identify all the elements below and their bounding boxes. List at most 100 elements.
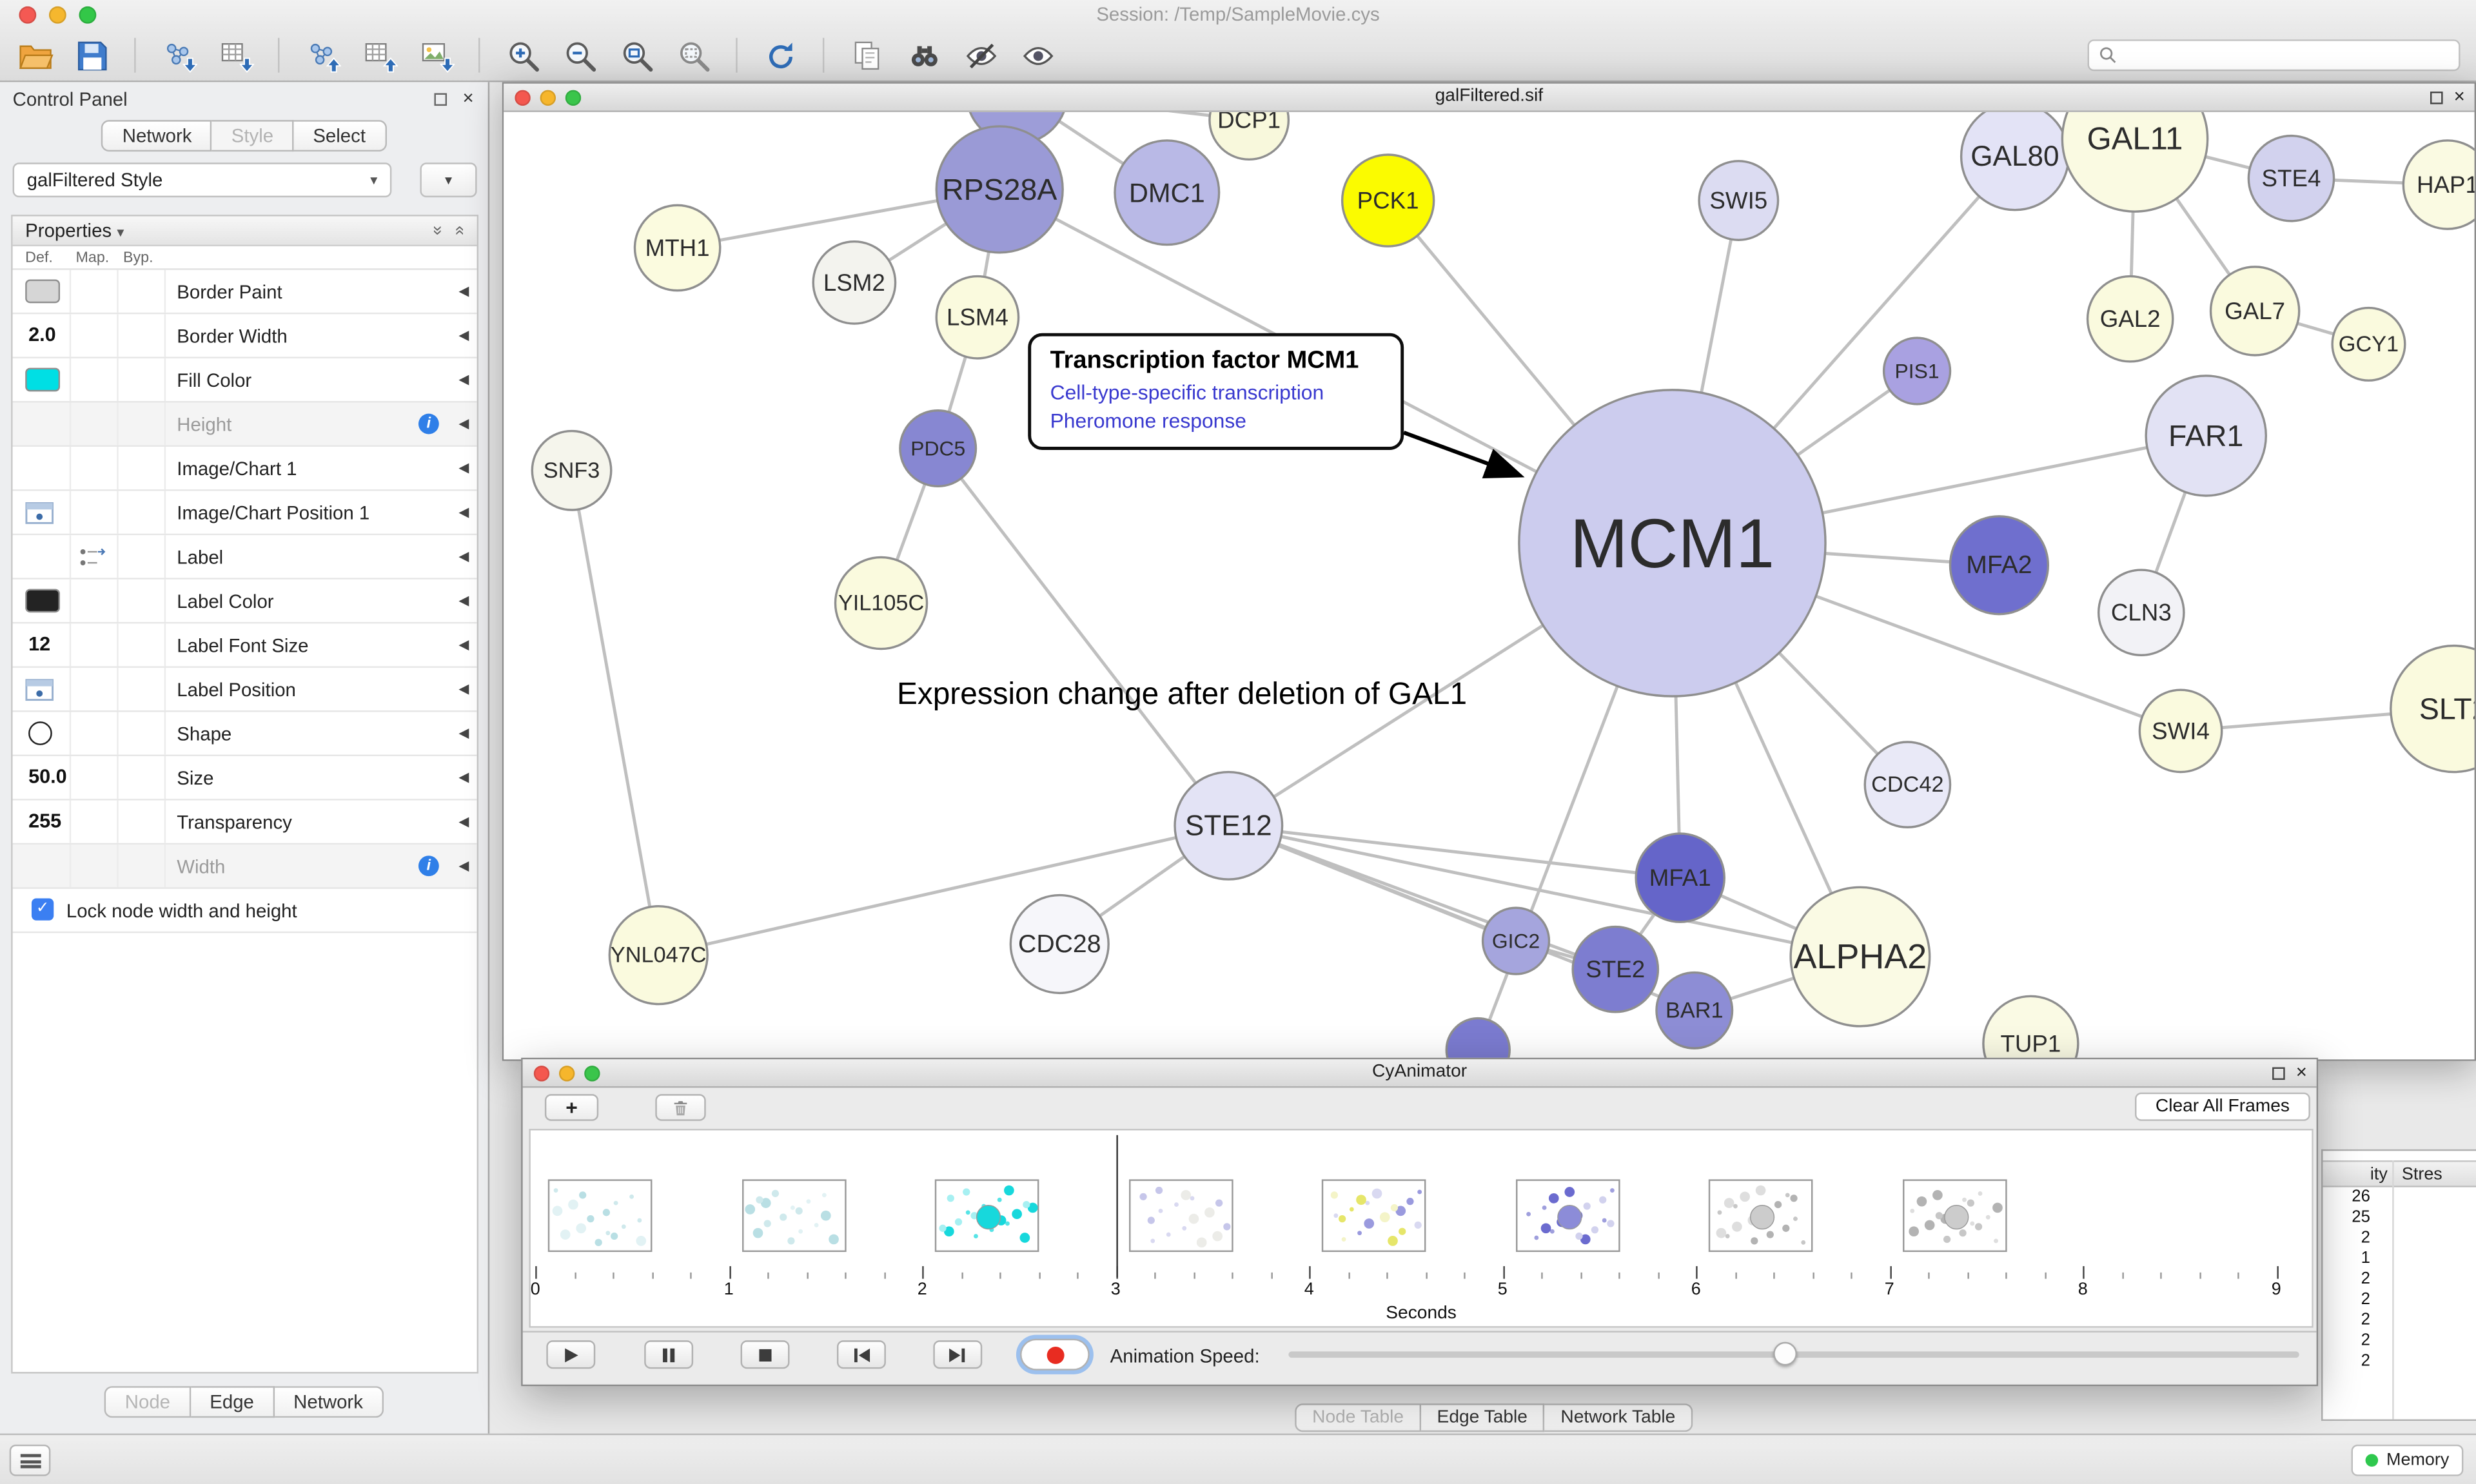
property-row-image-chart-1[interactable]: Image/Chart 1◀	[12, 447, 477, 491]
expand-all-icon[interactable]: »	[449, 226, 469, 236]
table-cell[interactable]: 1	[2361, 1249, 2370, 1268]
table-cell[interactable]: 2	[2361, 1289, 2370, 1309]
search-network-button[interactable]	[896, 33, 952, 77]
network-node-LSM2[interactable]: LSM2	[812, 240, 897, 325]
minimize-icon[interactable]	[540, 90, 556, 106]
float-window-icon[interactable]	[2272, 1066, 2285, 1079]
zoom-selected-button[interactable]	[665, 33, 722, 77]
table-row[interactable]: 2	[2323, 1351, 2476, 1372]
mapping-icon[interactable]	[77, 546, 109, 568]
network-node-GCY1[interactable]: GCY1	[2331, 306, 2406, 382]
network-window-titlebar[interactable]: galFiltered.sif ×	[504, 83, 2475, 112]
network-edge[interactable]	[658, 824, 1229, 957]
property-row-image-chart-position-1[interactable]: Image/Chart Position 1◀	[12, 491, 477, 536]
default-value[interactable]: 12	[28, 633, 51, 656]
apply-preferred-layout-button[interactable]	[752, 33, 809, 77]
tab-select[interactable]: Select	[293, 120, 386, 152]
table-cell[interactable]: 25	[2352, 1207, 2370, 1227]
annotation-link[interactable]: Cell-type-specific transcription	[1050, 380, 1324, 404]
network-edge[interactable]	[570, 470, 660, 956]
table-cell[interactable]: 2	[2361, 1269, 2370, 1289]
network-node-SWI5[interactable]: SWI5	[1698, 160, 1780, 241]
network-node-SLT2[interactable]: SLT2	[2390, 644, 2475, 774]
frame-thumbnail-2[interactable]	[934, 1179, 1039, 1253]
network-edge[interactable]	[1228, 824, 1680, 880]
table-row[interactable]: 2	[2323, 1228, 2476, 1249]
expand-arrow-icon[interactable]: ◀	[458, 326, 469, 343]
network-node-STE12[interactable]: STE12	[1174, 770, 1284, 881]
network-node-GAL2[interactable]: GAL2	[2086, 275, 2174, 363]
network-edge[interactable]	[936, 447, 1230, 827]
export-network-button[interactable]	[294, 33, 351, 77]
maximize-button[interactable]	[79, 6, 97, 24]
record-button[interactable]	[1020, 1338, 1090, 1371]
expand-arrow-icon[interactable]: ◀	[458, 680, 469, 697]
expand-arrow-icon[interactable]: ◀	[458, 725, 469, 741]
search-input[interactable]	[2123, 46, 2450, 65]
table-column-header[interactable]: Stres	[2401, 1165, 2442, 1184]
network-node-CDC28[interactable]: CDC28	[1009, 893, 1110, 995]
position-icon[interactable]	[25, 679, 54, 701]
delete-frame-button[interactable]	[655, 1094, 706, 1121]
animation-speed-slider[interactable]	[1288, 1342, 2299, 1366]
property-row-shape[interactable]: Shape◀	[12, 712, 477, 757]
table-cell[interactable]: 2	[2361, 1310, 2370, 1330]
network-node-PDC5[interactable]: PDC5	[899, 409, 978, 488]
export-table-button[interactable]	[351, 33, 408, 77]
frame-thumbnail-7[interactable]	[1901, 1179, 2007, 1253]
network-node-MTH1[interactable]: MTH1	[633, 204, 722, 292]
open-session-button[interactable]	[6, 33, 63, 77]
table-row[interactable]: 2	[2323, 1311, 2476, 1331]
position-icon[interactable]	[25, 502, 54, 524]
shape-circle-icon[interactable]	[28, 721, 52, 745]
stop-button[interactable]	[740, 1340, 790, 1369]
default-value[interactable]: 2.0	[28, 324, 56, 346]
expand-arrow-icon[interactable]: ◀	[458, 547, 469, 564]
network-node-STE4[interactable]: STE4	[2247, 134, 2335, 222]
table-row[interactable]: 2	[2323, 1290, 2476, 1311]
network-node-DCP1[interactable]: DCP1	[1208, 112, 1290, 161]
frame-thumbnail-4[interactable]	[1321, 1179, 1426, 1253]
close-panel-icon[interactable]: ×	[462, 86, 474, 109]
table-row[interactable]: 2	[2323, 1269, 2476, 1290]
network-node-CDC42[interactable]: CDC42	[1863, 741, 1952, 828]
table-tab-network-table[interactable]: Network Table	[1544, 1403, 1693, 1432]
network-node-SWI4[interactable]: SWI4	[2138, 688, 2223, 774]
skip-to-start-button[interactable]	[836, 1340, 886, 1369]
zoom-out-button[interactable]	[551, 33, 608, 77]
network-node-TUP1[interactable]: TUP1	[1982, 995, 2079, 1060]
expand-arrow-icon[interactable]: ◀	[458, 857, 469, 874]
zoom-in-button[interactable]	[495, 33, 551, 77]
table-tab-node-table[interactable]: Node Table	[1295, 1403, 1422, 1432]
network-node-HAP1[interactable]: HAP1	[2402, 139, 2475, 230]
expand-arrow-icon[interactable]: ◀	[458, 282, 469, 298]
property-row-border-paint[interactable]: Border Paint◀	[12, 269, 477, 315]
property-row-label-position[interactable]: Label Position◀	[12, 667, 477, 712]
annotation-box[interactable]: Transcription factor MCM1 Cell-type-spec…	[1028, 333, 1404, 450]
expand-arrow-icon[interactable]: ◀	[458, 768, 469, 785]
close-window-icon[interactable]: ×	[2453, 85, 2465, 108]
zoom-icon[interactable]	[565, 90, 582, 106]
network-node-PCK1[interactable]: PCK1	[1341, 153, 1435, 248]
table-cell[interactable]: 2	[2361, 1228, 2370, 1247]
network-node-CLN3[interactable]: CLN3	[2097, 569, 2185, 657]
panel-tab-node[interactable]: Node	[104, 1386, 191, 1418]
frame-thumbnail-1[interactable]	[741, 1179, 846, 1253]
network-node-MFA2[interactable]: MFA2	[1949, 515, 2050, 616]
table-row[interactable]: 1	[2323, 1249, 2476, 1269]
search-box[interactable]	[2087, 39, 2461, 72]
float-panel-icon[interactable]	[434, 93, 447, 106]
table-row[interactable]: 2	[2323, 1331, 2476, 1351]
tab-network[interactable]: Network	[101, 120, 213, 152]
network-node-RPS28A[interactable]: RPS28A	[935, 125, 1064, 254]
panel-toggle-button[interactable]	[9, 1444, 51, 1476]
close-icon[interactable]	[515, 90, 531, 106]
close-icon[interactable]	[533, 1066, 550, 1082]
table-cell[interactable]: 2	[2361, 1331, 2370, 1350]
pause-button[interactable]	[644, 1340, 694, 1369]
